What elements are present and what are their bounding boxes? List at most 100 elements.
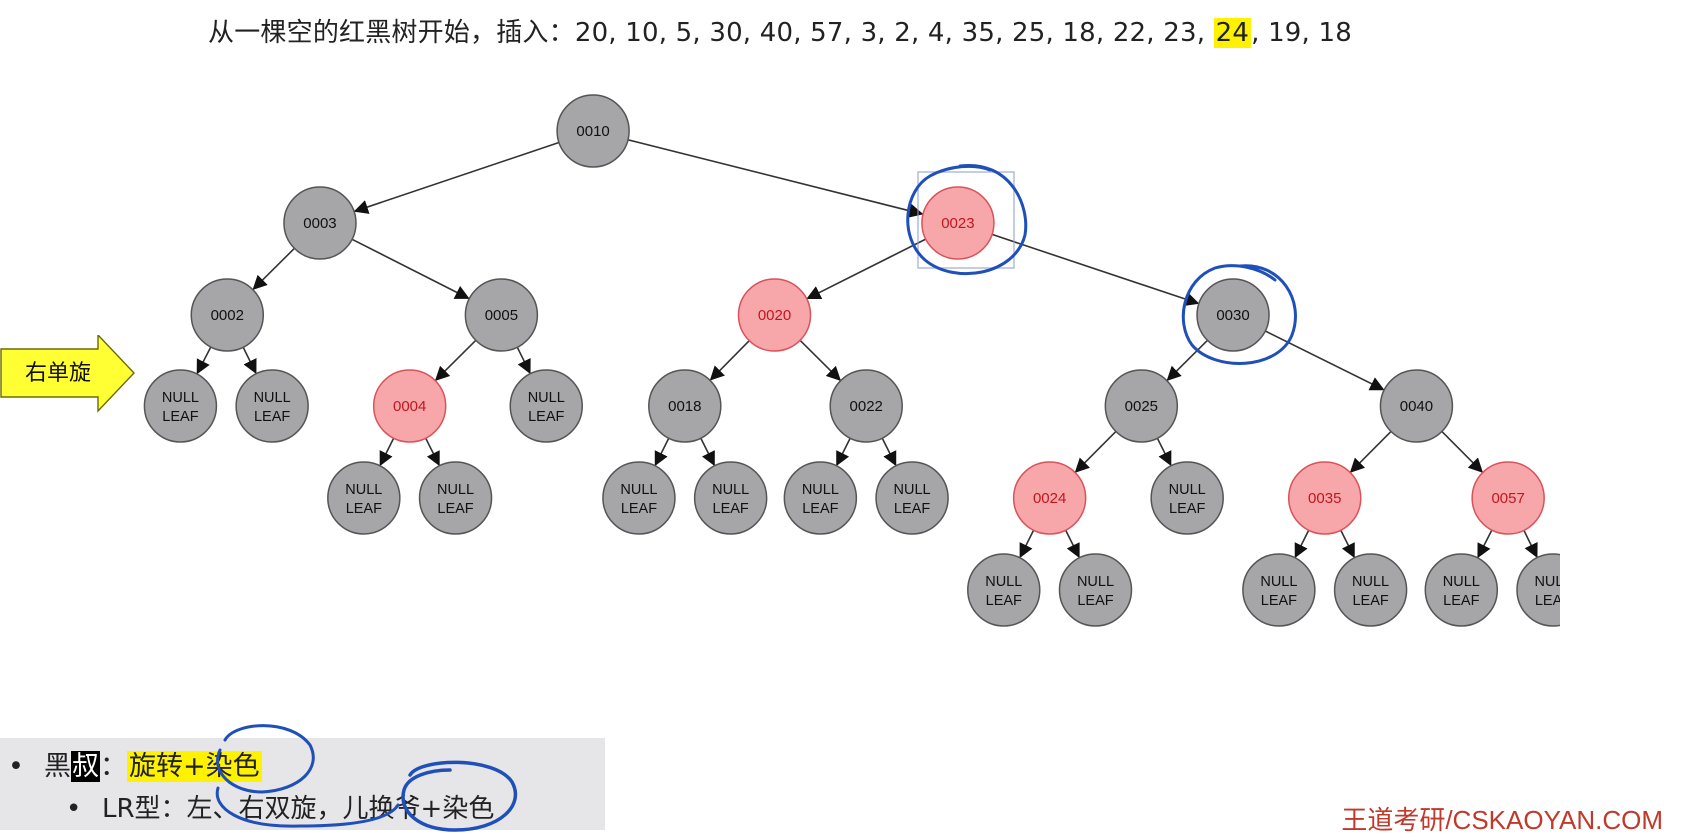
node-label: 0003 — [303, 215, 336, 232]
null-leaf-label: LEAF — [1443, 593, 1479, 609]
tree-edge — [1064, 529, 1080, 559]
red-black-tree: 0010 0003 0023 0002 0005 0020 0030 0004 0018 0022… — [143, 94, 1560, 627]
rule2-text: LR型：左、右双旋，儿换爷+染色 — [102, 794, 495, 824]
null-leaf-circle — [418, 461, 493, 535]
tree-node-0023[interactable]: 0023 — [921, 186, 995, 260]
tree-node-0057[interactable]: 0057 — [1471, 461, 1545, 535]
tree-edge — [1349, 430, 1392, 473]
tree-node-0035[interactable]: 0035 — [1287, 461, 1362, 535]
node-label: 0018 — [668, 398, 701, 415]
null-leaf-label: LEAF — [528, 409, 564, 425]
tree-node-0010[interactable]: 0010 — [556, 94, 630, 168]
watermark: 王道考研/CSKAOYAN.COM — [1341, 805, 1663, 835]
null-leaf-label: NULL — [1077, 574, 1114, 590]
black-node-circle — [283, 186, 357, 260]
tree-node-0022[interactable]: 0022 — [829, 369, 903, 443]
tree-edge — [252, 247, 295, 290]
black-node-circle — [829, 369, 903, 443]
bullet: • — [8, 751, 24, 782]
node-label: 0040 — [1400, 398, 1433, 415]
black-node-circle — [556, 94, 630, 168]
right-rotation-arrow: 右单旋 — [0, 335, 135, 413]
rule1-colon: ： — [100, 751, 127, 782]
tree-edge — [1166, 339, 1209, 381]
tree-edge — [379, 437, 395, 467]
null-leaf-circle — [1150, 461, 1224, 535]
null-leaf-label: NULL — [1260, 574, 1297, 590]
rule-lr-case: • LR型：左、右双旋，儿换爷+染色 — [66, 788, 494, 825]
node-label: 0024 — [1033, 490, 1066, 507]
tree-node-0005[interactable]: 0005 — [464, 278, 539, 352]
red-node-circle — [1012, 461, 1087, 535]
tree-edge — [799, 339, 841, 381]
node-label: 0035 — [1308, 490, 1341, 507]
node-label: 0005 — [485, 307, 518, 324]
red-node-circle — [1287, 461, 1362, 535]
black-node-circle — [648, 369, 722, 443]
arrow-label: 右单旋 — [25, 361, 91, 386]
tree-node-0020[interactable]: 0020 — [737, 278, 812, 352]
red-node-circle — [737, 278, 812, 352]
sub-bullet: • — [66, 794, 82, 824]
null-leaf-circle — [693, 461, 768, 535]
null-leaf-label: LEAF — [802, 501, 838, 517]
null-leaf-label: LEAF — [1077, 593, 1113, 609]
black-node-circle — [1104, 369, 1179, 443]
tree-node-0025[interactable]: 0025 — [1104, 369, 1179, 443]
null-leaf: NULL LEAF — [783, 461, 858, 535]
null-leaf: NULL LEAF — [1150, 461, 1224, 535]
node-label: 0022 — [850, 398, 883, 415]
rotate-recolor: 旋转+染色 — [127, 751, 262, 782]
tree-edge — [1441, 430, 1484, 473]
rule1-prefix: 黑 — [44, 751, 71, 782]
tree-edge — [836, 437, 851, 467]
null-leaf-label: LEAF — [1535, 593, 1560, 609]
tree-node-0024[interactable]: 0024 — [1012, 461, 1087, 535]
null-leaf-label: LEAF — [1169, 501, 1205, 517]
null-leaf-circle — [1058, 553, 1133, 627]
tree-node-0003[interactable]: 0003 — [283, 186, 357, 260]
null-leaf-circle — [1242, 553, 1316, 627]
null-leaf: NULL LEAF — [1058, 553, 1133, 627]
black-node-circle — [190, 278, 265, 352]
tree-edge — [1294, 529, 1310, 559]
tree-node-0004[interactable]: 0004 — [372, 369, 447, 443]
tree-edge — [353, 141, 560, 214]
node-label: 0057 — [1491, 490, 1524, 507]
null-leaf-circle — [783, 461, 858, 535]
null-leaf-label: LEAF — [437, 501, 473, 517]
null-leaf-label: NULL — [1352, 574, 1389, 590]
tree-edge — [434, 339, 477, 381]
tree-edge — [242, 346, 257, 375]
null-leaf-circle — [509, 369, 583, 443]
node-label: 0023 — [941, 215, 974, 232]
null-leaf-circle — [327, 461, 401, 535]
tree-node-0040[interactable]: 0040 — [1379, 369, 1454, 443]
highlighted-value: 24 — [1213, 18, 1252, 48]
node-label: 0020 — [758, 307, 791, 324]
tree-node-0002[interactable]: 0002 — [190, 278, 265, 352]
uncle-label: 叔 — [71, 751, 100, 782]
tree-edge — [425, 437, 440, 467]
null-leaf-label: NULL — [620, 482, 657, 498]
node-label: 0025 — [1125, 398, 1158, 415]
null-leaf-circle — [235, 369, 309, 443]
tree-node-0030[interactable]: 0030 — [1196, 278, 1270, 352]
tree-edge — [1523, 530, 1538, 559]
null-leaf-label: NULL — [254, 390, 291, 406]
null-leaf-label: LEAF — [713, 501, 749, 517]
tree-edge — [627, 139, 924, 218]
null-leaf-label: NULL — [345, 482, 382, 498]
tree-edge — [351, 238, 470, 299]
tree-edge — [709, 340, 750, 381]
tree-node-0018[interactable]: 0018 — [648, 369, 722, 443]
null-leaf-label: NULL — [802, 482, 839, 498]
null-leaf-label: NULL — [1169, 482, 1206, 498]
tree-edge — [1340, 529, 1355, 559]
null-leaf-circle — [602, 461, 676, 535]
black-node-circle — [464, 278, 539, 352]
